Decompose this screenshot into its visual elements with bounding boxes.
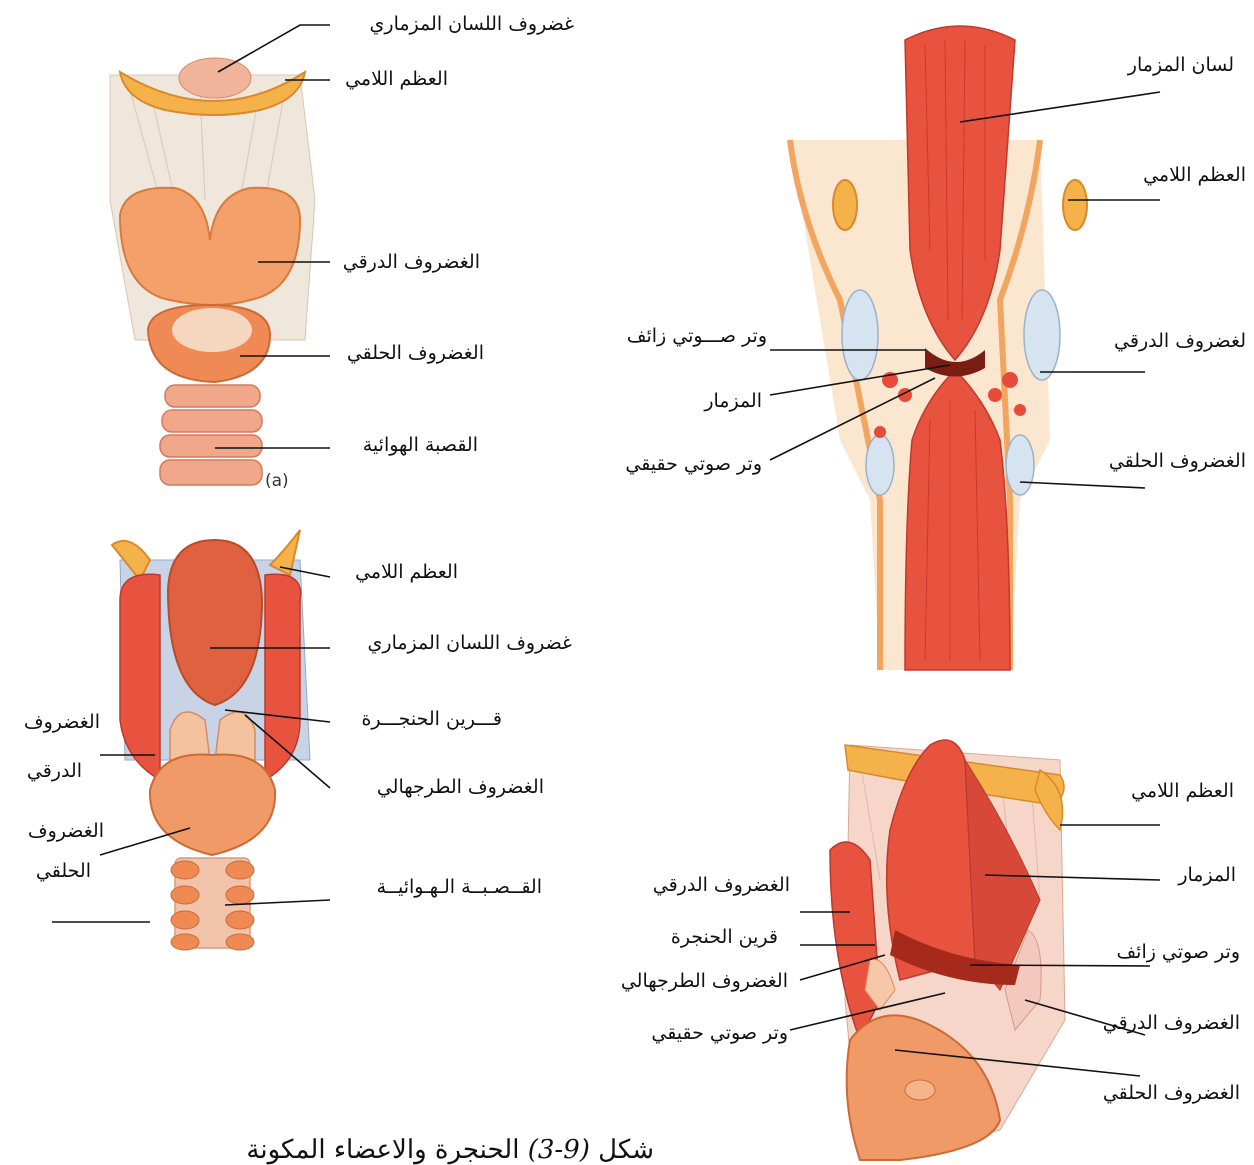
figure-caption: شكل (9-3) الحنجرة والاعضاء المكونة [246,1137,654,1163]
label-b-thyroid-line2: الدرقي [27,762,82,781]
label-d-hyoid-bone: العظم اللامي [1131,782,1234,801]
label-c-true-vocal-cord: وتر صوتي حقيقي [625,455,762,474]
label-b-epiglottic-cartilage: غضروف اللسان المزماري [368,634,572,653]
label-c-false-vocal-cord: وتر صـــوتي زائف [627,327,767,346]
larynx-posterior-illustration [112,530,310,950]
caption-prefix: شكل [598,1135,654,1165]
label-d-true-vocal-cord: وتر صوتي حقيقي [651,1024,788,1043]
label-c-thyroid-cartilage: لغضروف الدرقي [1114,332,1246,351]
larynx-sagittal-illustration [830,740,1065,1160]
label-a-hyoid-bone: العظم اللامي [345,70,448,89]
label-b-hyoid-bone: العظم اللامي [355,563,458,582]
label-b-cricoid-line2: الحلقي [36,862,91,881]
label-b-cricoid-line1: الغضروف [28,822,104,841]
label-d-arytenoid: الغضروف الطرجهالي [621,972,788,991]
label-b-arytenoid: الغضروف الطرجهالي [377,778,544,797]
label-a-cricoid-cartilage: الغضروف الحلقي [347,344,484,363]
panel-a-letter: (a) [265,473,289,490]
caption-number: (9-3) [528,1135,590,1165]
label-d-cricoid-cartilage: الغضروف الحلقي [1103,1084,1240,1103]
larynx-section-illustration [790,26,1087,670]
label-b-thyroid-line1: الغضروف [24,713,100,732]
label-a-trachea: القصبة الهوائية [363,436,478,455]
label-d-thyroid-cartilage-right: الغضروف الدرقي [1103,1014,1240,1033]
label-d-thyroid-cartilage-left: الغضروف الدرقي [653,876,790,895]
label-b-trachea: القــصـبــة الـهـوائيــة [377,878,542,897]
label-c-glottis: المزمار [704,392,762,411]
label-d-glottis: المزمار [1178,866,1236,885]
caption-text: الحنجرة والاعضاء المكونة [246,1135,519,1165]
label-a-thyroid-cartilage: الغضروف الدرقي [343,253,480,272]
label-b-corniculate: قـــرين الحنجـــرة [361,710,502,729]
label-d-false-vocal-cord: وتر صوتي زائف [1116,943,1240,962]
larynx-anterior-illustration [110,58,315,485]
label-c-hyoid-bone: العظم اللامي [1143,166,1246,185]
label-d-corniculate: قرين الحنجرة [671,928,778,947]
label-a-epiglottic-cartilage: غضروف اللسان المزماري [370,15,574,34]
label-c-cricoid-cartilage: الغضروف الحلقي [1109,452,1246,471]
label-c-epiglottis: لسان المزمار [1128,56,1234,75]
